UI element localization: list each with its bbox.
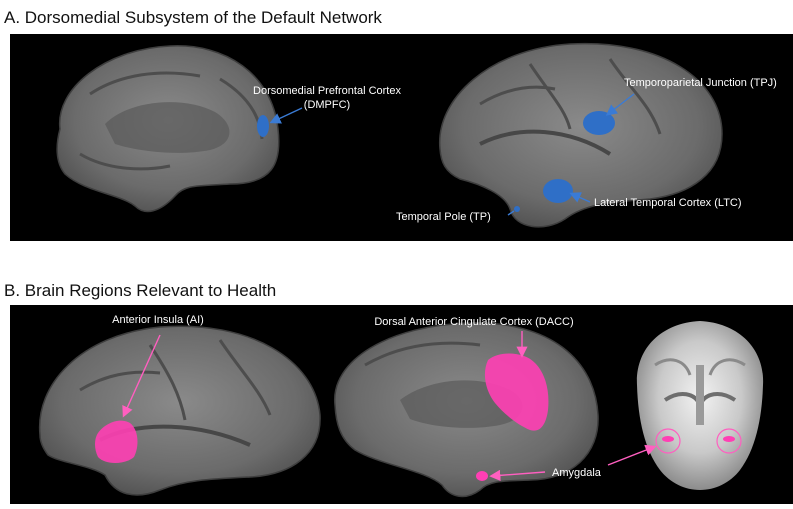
ai-label: Anterior Insula (AI) [112, 314, 204, 326]
tpj-label: Temporoparietal Junction (TPJ) [624, 77, 777, 89]
tpj-region [583, 111, 615, 135]
amygdala-arrow-coronal [607, 444, 657, 466]
panel-b-figure: Anterior Insula (AI) Dorsal Anterior Cin… [38, 314, 764, 498]
dmpfc-label-line1: Dorsomedial Prefrontal Cortex [253, 85, 401, 97]
dmpfc-arrow [269, 107, 303, 124]
amygdala-region-medial [476, 471, 488, 481]
lateral-brain-surface-b [38, 325, 321, 496]
amygdala-region-right [723, 436, 735, 442]
dacc-region [484, 353, 549, 431]
ltc-label: Lateral Temporal Cortex (LTC) [594, 197, 742, 209]
panel-a-figure: Dorsomedial Prefrontal Cortex (DMPFC) Te… [56, 42, 777, 228]
dmpfc-label-line2: (DMPFC) [304, 99, 350, 111]
coronal-brain-slice [636, 321, 764, 490]
tpj-arrow [605, 93, 635, 116]
panel-b-health-regions: Anterior Insula (AI) Dorsal Anterior Cin… [10, 305, 793, 504]
ai-arrow [122, 334, 161, 418]
amygdala-region-left [662, 436, 674, 442]
tp-region [514, 206, 520, 212]
tp-label: Temporal Pole (TP) [396, 211, 491, 223]
amygdala-circle-left [655, 428, 681, 454]
lateral-brain-surface [439, 42, 723, 228]
dacc-label: Dorsal Anterior Cingulate Cortex (DACC) [374, 316, 573, 328]
dmpfc-region [257, 115, 269, 137]
panel-b-title: B. Brain Regions Relevant to Health [4, 281, 277, 300]
amygdala-arrow-medial [489, 469, 546, 481]
amygdala-circle-right [716, 428, 742, 454]
anterior-insula-region [95, 420, 138, 463]
panel-a-dorsomedial-subsystem: Dorsomedial Prefrontal Cortex (DMPFC) Te… [10, 34, 793, 241]
medial-brain-surface [56, 45, 280, 213]
panel-a-title: A. Dorsomedial Subsystem of the Default … [4, 8, 382, 27]
amygdala-label: Amygdala [552, 467, 602, 479]
ltc-arrow [569, 192, 591, 203]
tp-arrow [507, 210, 515, 216]
ltc-region [543, 179, 573, 203]
